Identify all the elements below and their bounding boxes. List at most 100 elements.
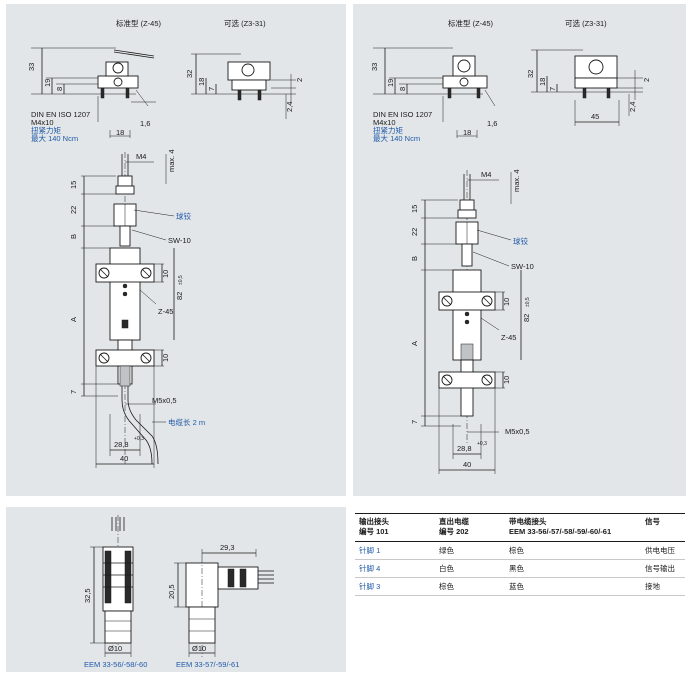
dim-82: 82: [175, 292, 184, 300]
drawing-cable-version: 标准型 (Z-45) 可选 (Z3-31) 33 19 8 DIN EN ISO…: [27, 18, 304, 468]
dim-18-bottom: 18: [463, 128, 471, 137]
dim-7: 7: [207, 87, 216, 91]
label-m4: M4: [481, 170, 491, 179]
cell-connector-color: 黑色: [505, 559, 641, 578]
cell-signal: 供电电压: [641, 541, 685, 560]
dim-2: 2: [295, 78, 304, 82]
table-header-row: 输出接头 编号 101 直出电缆 编号 202 带电缆接头 EEM 33-56/…: [355, 513, 685, 542]
table-row: 针脚 4 白色 黑色 信号输出: [355, 559, 685, 578]
table-row: 针脚 3 棕色 蓝色 接地: [355, 577, 685, 596]
drawing-connector-version: 标准型 (Z-45) 可选 (Z3-31) 33 19 8 DIN EN ISO…: [370, 18, 651, 474]
col-header-cable-connector: 带电缆接头 EEM 33-56/-57/-58/-59/-60/-61: [505, 513, 641, 542]
dim-28-8: 28,8: [457, 444, 472, 453]
label-sw10: SW-10: [168, 236, 191, 245]
spec-line-2: M4x10: [31, 118, 54, 127]
dim-7: 7: [548, 87, 557, 91]
label-cable-length: 电缆长 2 m: [168, 417, 205, 427]
cell-pin: 针脚 1: [355, 541, 435, 560]
label-sw10: SW-10: [511, 262, 534, 271]
label-m4: M4: [136, 152, 146, 161]
table-row: 针脚 1 绿色 棕色 供电电压: [355, 541, 685, 560]
dim-B: B: [69, 234, 78, 239]
dim-dia10-a: Ø10: [108, 644, 122, 653]
dim-2: 2: [642, 78, 651, 82]
tol-82: ±0,5: [178, 275, 184, 285]
col-header-signal: 信号: [641, 513, 685, 542]
dim-2-4: 2,4: [285, 102, 294, 112]
dim-2-4: 2,4: [628, 102, 637, 112]
dim-32-5: 32,5: [83, 588, 92, 603]
dim-22: 22: [69, 206, 78, 214]
dim-7b: 7: [69, 390, 78, 394]
tol-28-8: +0,3: [134, 436, 144, 442]
cell-cable-color: 绿色: [435, 541, 505, 560]
label-m5: M5x0,5: [505, 427, 530, 436]
spec-line-1: DIN EN ISO 1207: [31, 110, 90, 119]
dim-82: 82: [522, 314, 531, 322]
dim-40: 40: [120, 454, 128, 463]
dim-18-bottom: 18: [116, 128, 124, 137]
drawing-plugs: 32,5 Ø10 EEM 33-56/-58/-60 29,3 20,5 Ø10…: [83, 515, 274, 669]
dim-22: 22: [410, 228, 419, 236]
dim-18: 18: [197, 78, 206, 86]
dim-10a: 10: [161, 270, 170, 278]
dim-15: 15: [69, 181, 78, 189]
dim-dia10-b: Ø10: [192, 644, 206, 653]
dim-28-8: 28,8: [114, 440, 129, 449]
drawing-panel-connector: 标准型 (Z-45) 可选 (Z3-31) 33 19 8 DIN EN ISO…: [353, 4, 686, 496]
cell-pin: 针脚 4: [355, 559, 435, 578]
cell-signal: 接地: [641, 577, 685, 596]
label-ball-joint: 球铰: [176, 211, 191, 221]
dim-33: 33: [27, 63, 36, 71]
dim-8: 8: [55, 87, 64, 91]
cell-signal: 信号输出: [641, 559, 685, 578]
dim-10b: 10: [502, 376, 511, 384]
label-max4: max. 4: [512, 169, 521, 192]
dim-19: 19: [43, 79, 52, 87]
straight-plug-drawing: [90, 515, 134, 657]
clamp-optional-drawing: [531, 49, 643, 126]
dim-A: A: [410, 341, 419, 346]
header-standard: 标准型 (Z-45): [116, 18, 162, 28]
dim-20-5: 20,5: [167, 584, 176, 599]
col-header-cable: 直出电缆 编号 202: [435, 513, 505, 542]
label-z45: Z-45: [158, 307, 173, 316]
sensor-body-drawing: [438, 170, 496, 444]
label-max4: max. 4: [167, 149, 176, 172]
dim-8: 8: [398, 87, 407, 91]
clamp-standard-drawing: [31, 47, 156, 138]
label-ball-joint: 球铰: [513, 236, 528, 246]
dim-A: A: [69, 317, 78, 322]
dim-40: 40: [463, 460, 471, 469]
drawing-panel-cable: 标准型 (Z-45) 可选 (Z3-31) 33 19 8 DIN EN ISO…: [6, 4, 346, 496]
spec-line-4: 最大 140 Ncm: [373, 133, 420, 143]
label-z45: Z-45: [501, 333, 516, 342]
spec-line-3: 扭紧力矩: [31, 125, 61, 135]
pin-assignment-table: 输出接头 编号 101 直出电缆 编号 202 带电缆接头 EEM 33-56/…: [355, 513, 685, 596]
cell-cable-color: 棕色: [435, 577, 505, 596]
cell-cable-color: 白色: [435, 559, 505, 578]
tol-28-8: +0,3: [477, 441, 487, 447]
label-angled-plug: EEM 33-57/-59/-61: [176, 660, 239, 669]
spec-line-1: DIN EN ISO 1207: [373, 110, 432, 119]
sensor-body-drawing: [95, 152, 159, 465]
cell-connector-color: 蓝色: [505, 577, 641, 596]
dim-32: 32: [526, 70, 535, 78]
dim-33: 33: [370, 63, 379, 71]
spec-line-2: M4x10: [373, 118, 396, 127]
cell-pin: 针脚 3: [355, 577, 435, 596]
dim-32: 32: [185, 70, 194, 78]
header-standard: 标准型 (Z-45): [448, 18, 494, 28]
dim-B: B: [410, 256, 419, 261]
dim-29-3: 29,3: [220, 543, 235, 552]
dim-1-6: 1,6: [140, 119, 150, 128]
header-optional: 可选 (Z3-31): [565, 18, 607, 28]
dim-10b: 10: [161, 354, 170, 362]
dim-45: 45: [591, 112, 599, 121]
clamp-standard-drawing: [373, 47, 496, 138]
dim-19: 19: [386, 79, 395, 87]
label-straight-plug: EEM 33-56/-58/-60: [84, 660, 147, 669]
spec-line-4: 最大 140 Ncm: [31, 133, 78, 143]
drawing-panel-plug: 32,5 Ø10 EEM 33-56/-58/-60 29,3 20,5 Ø10…: [6, 507, 346, 672]
dim-18: 18: [538, 78, 547, 86]
